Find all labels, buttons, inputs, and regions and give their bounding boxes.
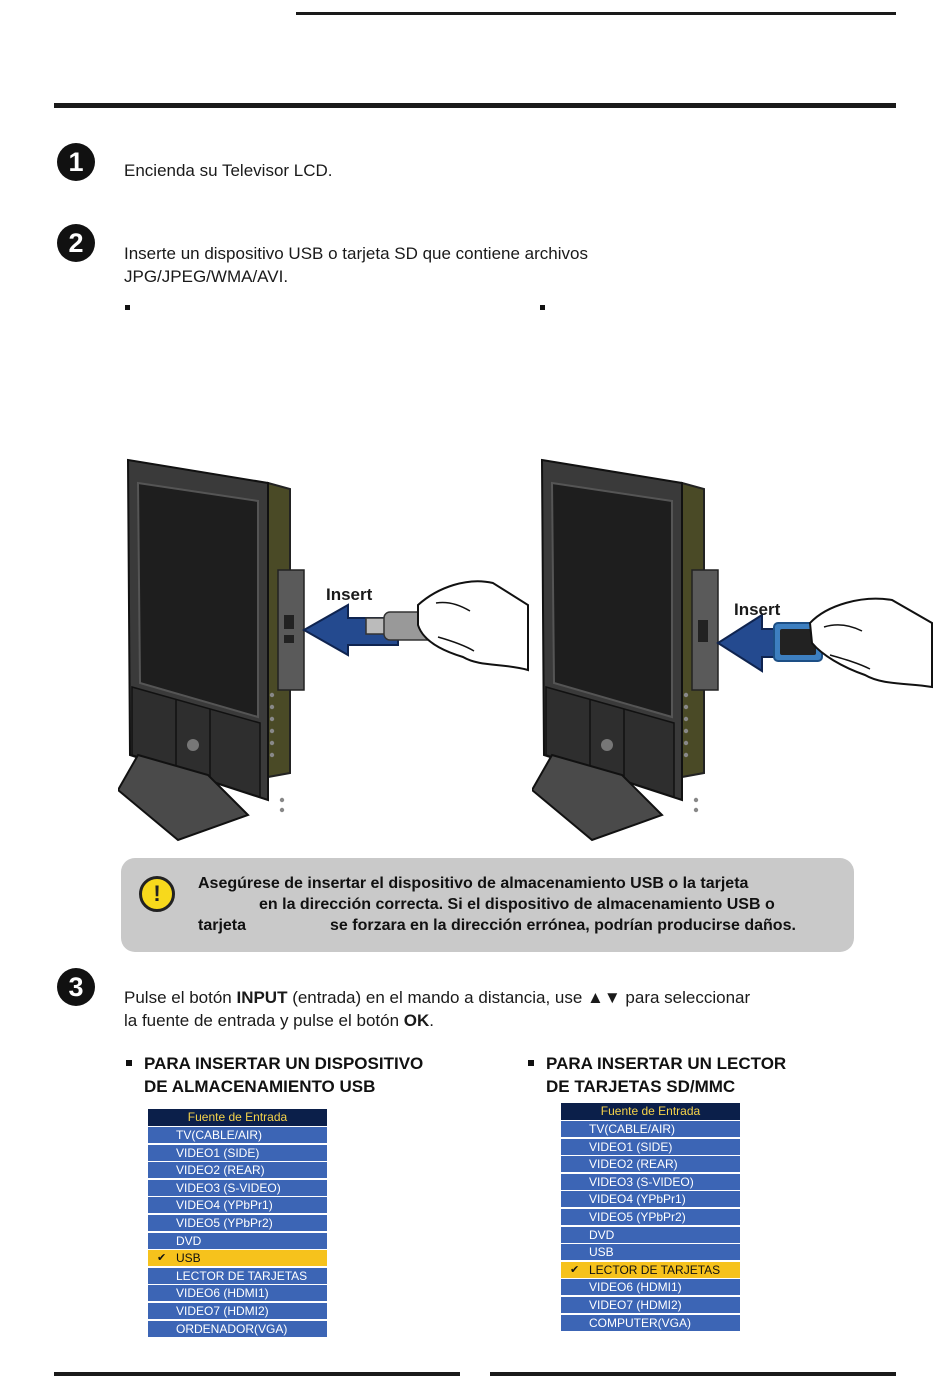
usb-subhead-line1: PARA INSERTAR UN DISPOSITIVO	[144, 1054, 424, 1073]
menu-item[interactable]: VIDEO2 (REAR)	[148, 1162, 327, 1179]
menu-item[interactable]: VIDEO5 (YPbPr2)	[561, 1208, 740, 1225]
menu-item[interactable]: COMPUTER(VGA)	[561, 1314, 740, 1331]
menu-item[interactable]: LECTOR DE TARJETAS	[148, 1267, 327, 1284]
menu-item-label: VIDEO1 (SIDE)	[589, 1139, 673, 1154]
menu-item-label: VIDEO4 (YPbPr1)	[589, 1192, 686, 1207]
card-subhead-line2: DE TARJETAS SD/MMC	[546, 1077, 736, 1096]
card-subhead: PARA INSERTAR UN LECTOR DE TARJETAS SD/M…	[528, 1052, 786, 1098]
menu-item-label: VIDEO3 (S-VIDEO)	[176, 1180, 281, 1195]
bottom-rule-right	[490, 1372, 896, 1376]
bullet-left	[125, 305, 130, 310]
menu-item-label: LECTOR DE TARJETAS	[176, 1268, 308, 1283]
step-2-line2: JPG/JPEG/WMA/AVI.	[124, 267, 289, 286]
menu-title: Fuente de Entrada	[561, 1103, 740, 1120]
menu-item-label: DVD	[176, 1233, 202, 1248]
menu-item-label: VIDEO5 (YPbPr2)	[589, 1209, 686, 1224]
step-2-number: 2	[57, 224, 95, 262]
bottom-rule-left	[54, 1372, 460, 1376]
step-3-number: 3	[57, 968, 95, 1006]
step-3-ok-key: OK	[403, 1011, 430, 1030]
menu-item[interactable]: DVD	[561, 1226, 740, 1243]
menu-item-label: VIDEO5 (YPbPr2)	[176, 1215, 273, 1230]
menu-item-label: TV(CABLE/AIR)	[176, 1128, 263, 1142]
menu-item-label: ORDENADOR(VGA)	[176, 1321, 288, 1336]
menu-item[interactable]: VIDEO7 (HDMI2)	[148, 1302, 327, 1319]
menu-item-label: TV(CABLE/AIR)	[589, 1122, 676, 1136]
card-subhead-bullet	[528, 1059, 534, 1066]
step-2-line1: Inserte un dispositivo USB o tarjeta SD …	[124, 244, 588, 263]
menu-item[interactable]: VIDEO2 (REAR)	[561, 1156, 740, 1173]
tv-usb-illustration	[118, 458, 529, 842]
menu-item-label: USB	[176, 1251, 201, 1266]
menu-item-label: VIDEO2 (REAR)	[176, 1163, 265, 1178]
menu-item[interactable]: VIDEO1 (SIDE)	[561, 1138, 740, 1155]
checkmark-icon: ✔	[570, 1263, 580, 1276]
menu-item[interactable]: VIDEO6 (HDMI1)	[148, 1285, 327, 1302]
step-3-text-d: .	[429, 1011, 434, 1030]
step-3-text-c: la fuente de entrada y pulse el botón	[124, 1011, 404, 1030]
input-source-menu-usb: Fuente de Entrada TV(CABLE/AIR) VIDEO1 (S…	[148, 1109, 327, 1338]
step-1-text: Encienda su Televisor LCD.	[124, 161, 333, 180]
menu-item[interactable]: VIDEO4 (YPbPr1)	[561, 1191, 740, 1208]
menu-item-label: VIDEO3 (S-VIDEO)	[589, 1174, 694, 1189]
menu-item[interactable]: ✔ USB	[148, 1250, 327, 1267]
menu-item[interactable]: TV(CABLE/AIR)	[148, 1127, 327, 1143]
step-3-text-a: Pulse el botón	[124, 988, 237, 1007]
usb-subhead: PARA INSERTAR UN DISPOSITIVO DE ALMACENA…	[126, 1052, 423, 1098]
menu-title: Fuente de Entrada	[148, 1109, 327, 1126]
checkmark-icon: ✔	[157, 1252, 167, 1265]
menu-item[interactable]: TV(CABLE/AIR)	[561, 1121, 740, 1137]
menu-item-label: DVD	[589, 1227, 615, 1242]
menu-item[interactable]: DVD	[148, 1232, 327, 1249]
step-3-line1: Pulse el botón INPUT (entrada) en el man…	[124, 987, 750, 1009]
menu-item-label: USB	[589, 1245, 614, 1260]
menu-item[interactable]: ORDENADOR(VGA)	[148, 1320, 327, 1337]
step-3-input-key: INPUT	[236, 988, 288, 1007]
menu-item-label: VIDEO6 (HDMI1)	[176, 1286, 269, 1301]
usb-subhead-line2: DE ALMACENAMIENTO USB	[144, 1077, 376, 1096]
menu-item-label: VIDEO6 (HDMI1)	[589, 1280, 682, 1295]
warning-notice: ! Asegúrese de insertar el dispositivo d…	[121, 858, 854, 952]
top-header-rule	[54, 103, 896, 108]
menu-item[interactable]: VIDEO6 (HDMI1)	[561, 1279, 740, 1296]
menu-item[interactable]: USB	[561, 1244, 740, 1261]
menu-item[interactable]: VIDEO1 (SIDE)	[148, 1144, 327, 1161]
menu-item-label: VIDEO7 (HDMI2)	[176, 1303, 269, 1318]
bullet-right	[540, 305, 545, 310]
tv-card-illustration	[532, 458, 933, 842]
menu-item[interactable]: VIDEO7 (HDMI2)	[561, 1296, 740, 1313]
menu-item[interactable]: VIDEO4 (YPbPr1)	[148, 1197, 327, 1214]
top-short-rule	[296, 12, 896, 15]
menu-item-label: LECTOR DE TARJETAS	[589, 1262, 721, 1277]
menu-item-label: VIDEO7 (HDMI2)	[589, 1297, 682, 1312]
step-3-text-b: (entrada) en el mando a distancia, use ▲…	[287, 988, 751, 1007]
menu-item-label: VIDEO2 (REAR)	[589, 1157, 678, 1172]
menu-item-label: COMPUTER(VGA)	[589, 1315, 691, 1330]
menu-item[interactable]: ✔ LECTOR DE TARJETAS	[561, 1261, 740, 1278]
usb-subhead-bullet	[126, 1059, 132, 1066]
input-source-menu-card: Fuente de Entrada TV(CABLE/AIR) VIDEO1 (S…	[561, 1103, 740, 1332]
menu-item-label: VIDEO4 (YPbPr1)	[176, 1198, 273, 1213]
card-subhead-line1: PARA INSERTAR UN LECTOR	[546, 1054, 787, 1073]
menu-item-label: VIDEO1 (SIDE)	[176, 1145, 260, 1160]
notice-line-3b: se forzara en la dirección errónea, podr…	[330, 917, 796, 934]
step-3-line2: la fuente de entrada y pulse el botón OK…	[124, 1010, 434, 1032]
insert-label-right: Insert	[734, 600, 781, 619]
notice-line-3a: tarjeta	[198, 917, 247, 934]
notice-line-1: Asegúrese de insertar el dispositivo de …	[198, 875, 749, 892]
menu-item[interactable]: VIDEO3 (S-VIDEO)	[561, 1173, 740, 1190]
exclamation-icon: !	[139, 876, 175, 912]
step-1-number: 1	[57, 143, 95, 181]
menu-item[interactable]: VIDEO5 (YPbPr2)	[148, 1214, 327, 1231]
insert-label-left: Insert	[326, 585, 373, 604]
notice-line-2: en la dirección correcta. Si el disposit…	[259, 896, 775, 913]
menu-item[interactable]: VIDEO3 (S-VIDEO)	[148, 1179, 327, 1196]
